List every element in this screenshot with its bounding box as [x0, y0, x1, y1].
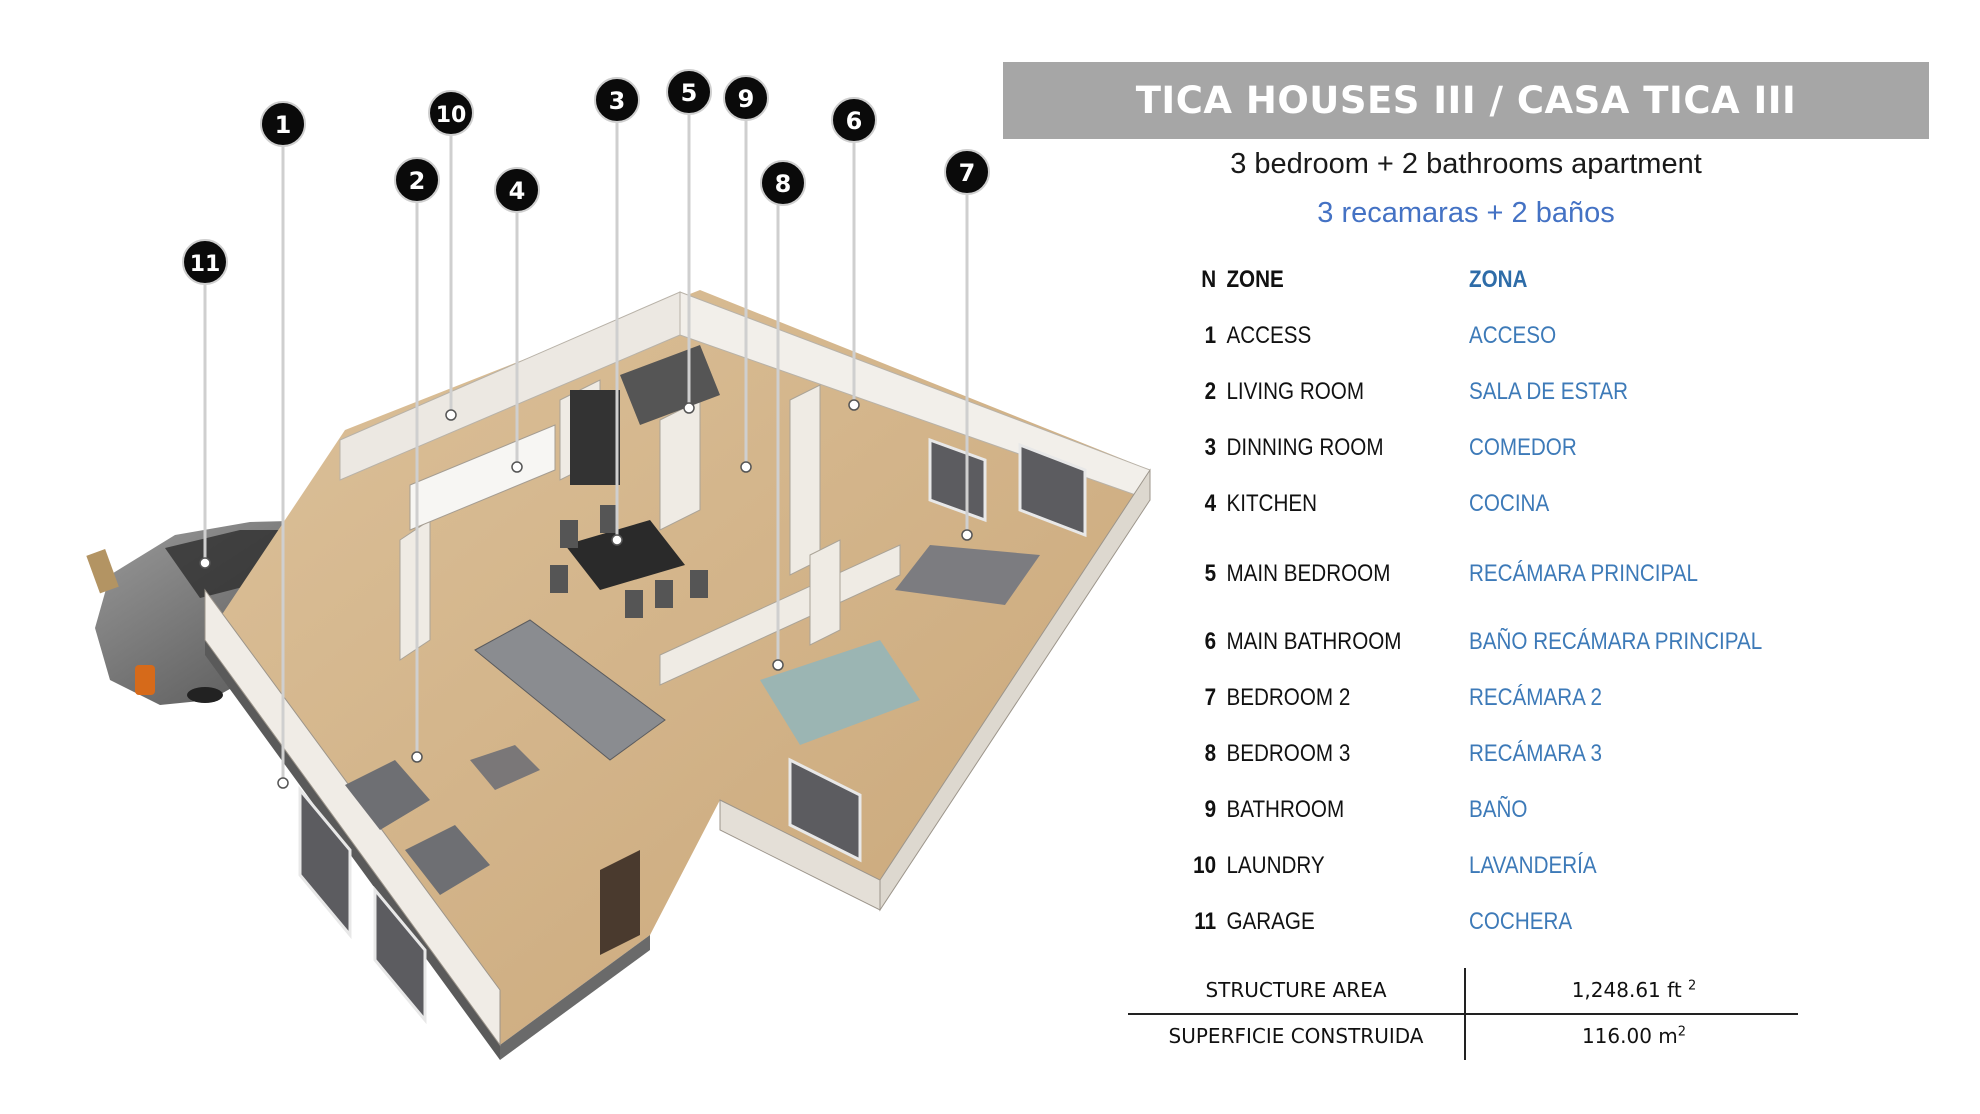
marker-5: 5: [666, 69, 712, 115]
bed-main: [620, 345, 720, 425]
kitchen-counter: [409, 390, 620, 531]
marker-4: 4: [494, 167, 540, 213]
zone-number: 10: [1193, 852, 1217, 879]
zone-spanish: RECÁMARA PRINCIPAL: [1468, 560, 1698, 587]
zone-row: 1 ACCESS ACCESO: [1180, 318, 1894, 354]
marker-6: 6: [831, 97, 877, 143]
zone-number: 5: [1204, 560, 1217, 587]
zone-header-row: N ZONE ZONA: [1180, 262, 1894, 298]
zone-spanish: RECÁMARA 3: [1468, 740, 1603, 767]
zone-number: 4: [1204, 490, 1217, 517]
marker-label: 1: [275, 111, 292, 139]
marker-label: 8: [775, 170, 792, 198]
zone-number: 3: [1204, 434, 1217, 461]
zone-english: DINNING ROOM: [1226, 434, 1384, 461]
zone-english: MAIN BATHROOM: [1226, 628, 1402, 655]
zone-row: 4 KITCHEN COCINA: [1180, 486, 1894, 522]
zone-spanish: ACCESO: [1468, 322, 1557, 349]
area-table: STRUCTURE AREA 1,248.61 ft 2 SUPERFICIE …: [1128, 968, 1798, 1060]
floor-plan-illustration: 1 2 3 4 5 6 7 8 9 10 11: [86, 69, 1151, 1060]
built-area-unit-exponent: 2: [1677, 1024, 1687, 1040]
table-divider-horizontal: [1128, 1013, 1798, 1015]
zone-spanish: BAÑO RECÁMARA PRINCIPAL: [1468, 628, 1763, 655]
leader-lines: [203, 92, 969, 783]
structure-area-value: 1,248.61 ft 2: [1466, 978, 1802, 1002]
leader-dots: [199, 399, 973, 789]
armchairs: [345, 760, 490, 895]
marker-9: 9: [723, 75, 769, 121]
zone-english: BATHROOM: [1226, 796, 1345, 823]
zone-number: 11: [1194, 908, 1217, 935]
zone-english: BEDROOM 2: [1226, 684, 1351, 711]
marker-11: 11: [182, 239, 228, 285]
zone-spanish: COCHERA: [1468, 908, 1573, 935]
marker-label: 3: [609, 87, 626, 115]
structure-area-number: 1,248.61 ft: [1571, 978, 1682, 1002]
zone-spanish: SALA DE ESTAR: [1468, 378, 1629, 405]
zone-english-header: ZONE: [1226, 266, 1284, 293]
zone-number: 6: [1204, 628, 1217, 655]
built-area-label: SUPERFICIE CONSTRUIDA: [1168, 1024, 1424, 1048]
zone-spanish: COCINA: [1468, 490, 1550, 517]
zone-spanish: LAVANDERÍA: [1468, 852, 1597, 879]
zone-row: 2 LIVING ROOM SALA DE ESTAR: [1180, 374, 1894, 410]
zone-number: 9: [1204, 796, 1217, 823]
structure-area-label: STRUCTURE AREA: [1205, 978, 1387, 1002]
built-area-value: 116.00 m2: [1466, 1024, 1802, 1048]
zone-english: BEDROOM 3: [1226, 740, 1351, 767]
front-windows: [298, 437, 1087, 1025]
page-title: TICA HOUSES III / CASA TICA III: [1003, 62, 1929, 139]
marker-label: 5: [681, 79, 698, 107]
zone-number: 7: [1204, 684, 1217, 711]
subtitle-spanish: 3 recamaras + 2 baños: [1317, 197, 1615, 229]
zone-row: 6 MAIN BATHROOM BAÑO RECÁMARA PRINCIPAL: [1180, 624, 1894, 660]
zone-english: ACCESS: [1226, 322, 1312, 349]
zone-row: 10 LAUNDRY LAVANDERÍA: [1180, 848, 1894, 884]
zone-english: LAUNDRY: [1226, 852, 1325, 879]
bed-2: [895, 545, 1040, 605]
marker-label: 11: [190, 252, 221, 277]
coffee-table: [470, 745, 540, 790]
marker-1: 1: [260, 101, 306, 147]
sofa: [474, 619, 666, 761]
marker-10: 10: [428, 90, 474, 136]
front-wall-left: [204, 588, 501, 1047]
zone-english: LIVING ROOM: [1226, 378, 1365, 405]
subtitle-english: 3 bedroom + 2 bathrooms apartment: [1230, 148, 1702, 180]
zone-number: 8: [1204, 740, 1217, 767]
zone-number: 2: [1204, 378, 1217, 405]
bed-3: [760, 640, 920, 745]
structure-area-unit-exponent: 2: [1688, 978, 1697, 994]
zone-number-header: N: [1201, 266, 1217, 293]
dining-set: [550, 505, 708, 618]
zone-english: GARAGE: [1226, 908, 1315, 935]
zone-number: 1: [1204, 322, 1217, 349]
marker-label: 10: [436, 103, 467, 128]
zone-english: KITCHEN: [1226, 490, 1318, 517]
marker-7: 7: [944, 149, 990, 195]
built-area-number: 116.00 m: [1581, 1024, 1678, 1048]
marker-label: 2: [409, 167, 426, 195]
stone-pillar: [600, 850, 640, 955]
zone-row: 9 BATHROOM BAÑO: [1180, 792, 1894, 828]
zone-row: 3 DINNING ROOM COMEDOR: [1180, 430, 1894, 466]
marker-label: 7: [959, 159, 976, 187]
zone-spanish-header: ZONA: [1468, 266, 1528, 293]
zone-row: 7 BEDROOM 2 RECÁMARA 2: [1180, 680, 1894, 716]
marker-label: 4: [509, 177, 526, 205]
zone-row: 8 BEDROOM 3 RECÁMARA 3: [1180, 736, 1894, 772]
zone-spanish: BAÑO: [1468, 796, 1528, 823]
marker-label: 9: [738, 85, 755, 113]
marker-3: 3: [594, 77, 640, 123]
zone-row: 5 MAIN BEDROOM RECÁMARA PRINCIPAL: [1180, 556, 1894, 592]
marker-label: 6: [846, 107, 863, 135]
zone-english: MAIN BEDROOM: [1226, 560, 1391, 587]
zone-row: 11 GARAGE COCHERA: [1180, 904, 1894, 940]
zone-spanish: RECÁMARA 2: [1468, 684, 1603, 711]
marker-8: 8: [760, 160, 806, 206]
marker-2: 2: [394, 157, 440, 203]
zone-spanish: COMEDOR: [1468, 434, 1577, 461]
